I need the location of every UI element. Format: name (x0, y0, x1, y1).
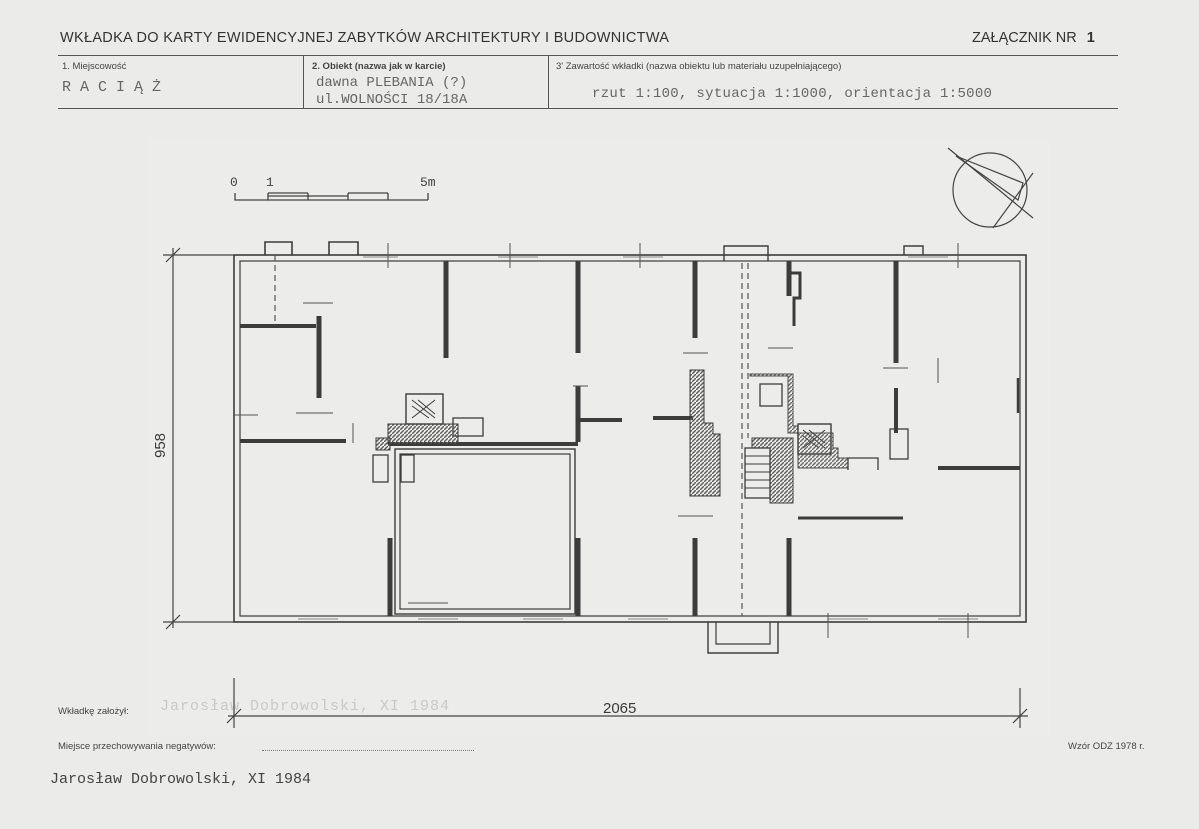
field-divider-2 (548, 55, 549, 109)
scale-label-0: 0 (230, 175, 238, 190)
contents-label: 3' Zawartość wkładki (nazwa obiektu lub … (556, 61, 842, 72)
width-dimension: 2065 (603, 700, 636, 717)
object-label: 2. Obiekt (nazwa jak w karcie) (312, 61, 446, 72)
scale-label-1: 1 (266, 175, 274, 190)
ghost-author-text: Jarosław Dobrowolski, XI 1984 (160, 698, 451, 715)
north-arrow-icon (947, 147, 1034, 229)
field-divider-1 (303, 55, 304, 109)
header-rule (58, 55, 1118, 56)
annex-label-text: ZAŁĄCZNIK NR (972, 30, 1077, 46)
floor-plan-drawing: 0 1 5m 958 2065 (152, 147, 1034, 728)
card-title: WKŁADKA DO KARTY EWIDENCYJNEJ ZABYTKÓW A… (60, 30, 670, 46)
negatives-location-label: Miejsce przechowywania negatywów: (58, 741, 216, 752)
annex-number: 1 (1086, 30, 1095, 46)
place-value: RACIĄŻ (62, 79, 171, 96)
created-by-label: Wkładkę założył: (58, 706, 129, 717)
contents-value: rzut 1:100, sytuacja 1:1000, orientacja … (592, 86, 993, 102)
author-signature: Jarosław Dobrowolski, XI 1984 (50, 771, 312, 788)
place-label: 1. Miejscowość (62, 61, 127, 72)
object-line-2: ul.WOLNOŚCI 18/18A (316, 92, 468, 108)
scale-label-5m: 5m (420, 175, 436, 190)
form-version-label: Wzór ODZ 1978 r. (1068, 741, 1145, 752)
object-line-1: dawna PLEBANIA (?) (316, 75, 468, 91)
negatives-location-line (262, 750, 474, 751)
annex-label: ZAŁĄCZNIK NR 1 (972, 30, 1095, 46)
floor-plan-sheet (148, 138, 1050, 736)
fields-rule (58, 108, 1118, 109)
height-dimension: 958 (152, 433, 169, 458)
